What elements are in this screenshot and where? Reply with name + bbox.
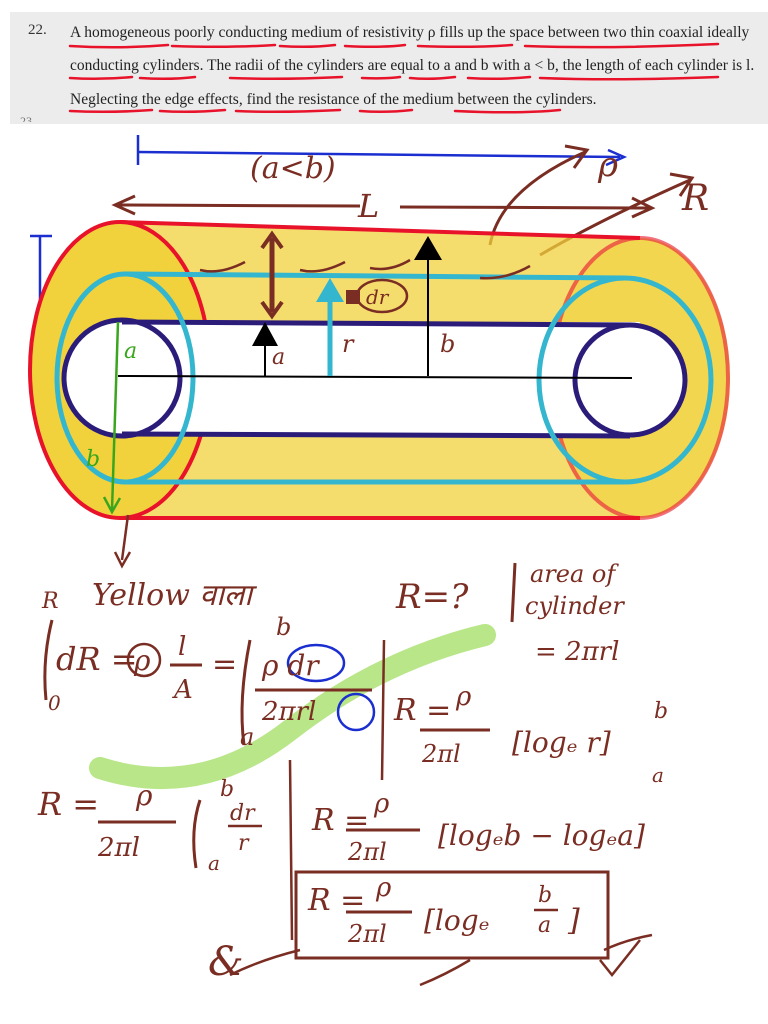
question-line-1: A homogeneous poorly conducting medium o…: [70, 24, 750, 41]
R-question-label: R=?: [395, 577, 469, 617]
eq4-lhs: R =: [311, 803, 369, 838]
eq1-numerator: ρ dr: [261, 649, 320, 682]
eq1-lower-limit: a: [240, 723, 254, 751]
eq2-denominator: 2πl: [421, 740, 461, 768]
eq4-numerator: ρ: [373, 789, 390, 819]
outer-radius-label: b: [440, 330, 455, 358]
eq4-bracket: [logₑb − logₑa]: [438, 819, 645, 852]
length-label: L: [357, 187, 379, 225]
eq3-int-denominator: r: [238, 831, 250, 856]
area-note-line-2: cylinder: [525, 592, 625, 620]
question-underlines: [68, 42, 720, 114]
eq1-rho: ρ: [133, 644, 151, 677]
yellow-region-label: Yellow वाला: [92, 578, 257, 613]
rho-label: ρ: [597, 145, 618, 185]
eq2-lhs: R =: [393, 693, 451, 728]
eq1-upper-limit: b: [276, 613, 291, 641]
question-line-3: Neglecting the edge effects, find the re…: [70, 91, 597, 108]
eq1-A: A: [172, 675, 193, 705]
left-outer-radius-label: b: [86, 447, 100, 472]
area-note-line-1: area of: [530, 560, 619, 588]
final-log: [logₑ: [424, 904, 490, 937]
eq2-lower-limit: a: [652, 763, 664, 787]
solution-work: Yellow वाला R=? area of cylinder = 2πrl …: [37, 560, 668, 987]
area-note-line-3: = 2πrl: [535, 637, 619, 667]
eq1-lhs: dR =: [56, 640, 138, 678]
eq3-numerator: ρ: [135, 779, 153, 812]
question-number: 22.: [28, 22, 47, 38]
eq3-int-numerator: dr: [230, 801, 256, 826]
eq3-upper-limit: b: [220, 777, 234, 802]
question-line-2: conducting cylinders. The radii of the c…: [70, 57, 755, 74]
eq1-denominator: 2πrl: [261, 697, 316, 727]
eq1-l: l: [178, 632, 186, 662]
eq3-lower-limit: a: [208, 851, 220, 875]
signature-mark: &: [208, 939, 244, 985]
eq3-denominator: 2πl: [97, 833, 140, 863]
final-close-bracket: ]: [567, 903, 580, 938]
int-lower-limit: 0: [48, 691, 61, 715]
condition-label: (a<b): [250, 151, 336, 186]
shell-radius-label: r: [342, 330, 355, 358]
final-frac-numerator: b: [538, 883, 552, 908]
eq3-lhs: R =: [37, 785, 99, 823]
final-frac-denominator: a: [538, 913, 551, 938]
question-panel: 22. A homogeneous poorly conducting medi…: [10, 12, 768, 124]
eq1-equals: =: [212, 647, 237, 682]
coaxial-cylinder-diagram: a b a dr r b: [28, 220, 730, 569]
eq2-upper-limit: b: [654, 699, 668, 724]
eq4-denominator: 2πl: [347, 838, 387, 866]
left-inner-radius-label: a: [124, 339, 137, 364]
int-upper-limit: R: [41, 589, 59, 614]
inner-radius-label: a: [272, 345, 285, 370]
final-denominator: 2πl: [347, 920, 387, 948]
final-numerator: ρ: [375, 873, 392, 903]
eq2-bracket: [logₑ r]: [512, 726, 611, 759]
R-label: R: [681, 178, 709, 219]
next-question-number: 23.: [20, 114, 35, 122]
shell-thickness-label: dr: [366, 285, 390, 309]
eq2-numerator: ρ: [455, 682, 472, 712]
